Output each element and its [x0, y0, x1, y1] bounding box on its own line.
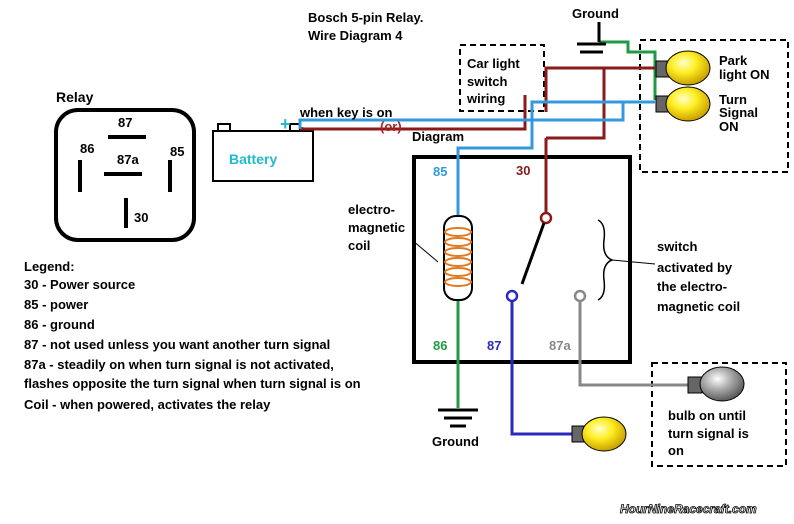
- switch-label-4: magnetic coil: [657, 299, 740, 314]
- park-label-2: light ON: [719, 67, 770, 82]
- red-wire-loop: [546, 68, 606, 140]
- bulbs-box: [639, 39, 789, 173]
- bulb-87a-label-1: bulb on until: [668, 408, 746, 423]
- gray-wire-87a: [578, 300, 690, 387]
- ground-top-symbol: [577, 22, 606, 54]
- legend-item: 85 - power: [24, 297, 88, 312]
- title-line-2: Wire Diagram 4: [308, 28, 403, 43]
- switch-arm: [520, 222, 546, 285]
- blue-wire-turn: [530, 100, 655, 120]
- contact-30: [539, 211, 553, 225]
- coil-winding: [444, 227, 472, 287]
- relay-label: Relay: [56, 89, 94, 105]
- bulb-87a-icon: [687, 366, 745, 402]
- relay-pin-30: 30: [134, 210, 148, 225]
- coil-label-1: electro-: [348, 202, 395, 217]
- battery-plus: +: [280, 114, 291, 134]
- red-wire-feed: [300, 95, 527, 131]
- car-light-label-1: Car light: [467, 56, 520, 71]
- battery-label: Battery: [229, 151, 277, 167]
- switch-label-3: the electro-: [657, 279, 727, 294]
- legend-item: 87 - not used unless you want another tu…: [24, 337, 330, 352]
- legend-item: Coil - when powered, activates the relay: [24, 397, 271, 412]
- when-key-label: when key is on: [299, 105, 393, 120]
- pin-30-blade: [124, 198, 128, 228]
- relay-pin-86: 86: [80, 141, 94, 156]
- or-label: (or): [380, 119, 402, 134]
- pin-87-blade: [108, 135, 146, 139]
- contact-87: [505, 289, 519, 303]
- battery-body: [212, 130, 314, 182]
- pin-85-blade: [168, 160, 172, 192]
- navy-wire-87: [510, 300, 574, 436]
- red-wire-car: [544, 66, 655, 112]
- coil-leader: [411, 239, 439, 263]
- coil-label-2: magnetic: [348, 220, 405, 235]
- ground-top-label: Ground: [572, 6, 619, 21]
- switch-label-2: activated by: [657, 260, 733, 275]
- switch-label-1: switch: [657, 239, 698, 254]
- bulb-87a-box: [651, 362, 787, 467]
- diagram-label: Diagram: [412, 129, 464, 144]
- pin-85-label: 85: [433, 164, 447, 179]
- turn-label-3: ON: [719, 119, 739, 134]
- pin-87a-label: 87a: [549, 338, 571, 353]
- blue-wire-85: [456, 120, 534, 258]
- blue-wire-key: [298, 102, 625, 129]
- legend-item: 86 - ground: [24, 317, 95, 332]
- watermark: HourNineRacecraft.com: [620, 502, 757, 516]
- car-light-label-3: wiring: [466, 91, 505, 106]
- legend-item: 87a - steadily on when turn signal is no…: [24, 357, 334, 372]
- pin-86-blade: [78, 160, 82, 192]
- bulb-87-icon: [571, 416, 627, 452]
- pin-87-label: 87: [487, 338, 501, 353]
- park-label-1: Park: [719, 53, 748, 68]
- car-light-box: [459, 44, 545, 112]
- switch-leader: [611, 259, 656, 265]
- pin-30-label: 30: [516, 163, 530, 178]
- title-line-1: Bosch 5-pin Relay.: [308, 10, 423, 25]
- legend-item: 30 - Power source: [24, 277, 135, 292]
- park-bulb-icon: [655, 50, 711, 86]
- switch-brace: [597, 219, 615, 301]
- coil-label-3: coil: [348, 238, 370, 253]
- contact-87a: [573, 289, 587, 303]
- pin-86-label: 86: [433, 338, 447, 353]
- turn-label-1: Turn: [719, 92, 747, 107]
- turn-bulb-icon: [655, 86, 711, 122]
- green-wire-top: [599, 40, 657, 100]
- bulb-87a-label-3: on: [668, 443, 684, 458]
- turn-label-2: Signal: [719, 105, 758, 120]
- bulb-87a-label-2: turn signal is: [668, 426, 749, 441]
- pin-87a-blade: [104, 172, 142, 176]
- legend-title: Legend:: [24, 259, 75, 274]
- legend-item: flashes opposite the turn signal when tu…: [24, 376, 361, 391]
- relay-pin-87a: 87a: [117, 152, 139, 167]
- relay-pin-87: 87: [118, 115, 132, 130]
- relay-pin-85: 85: [170, 144, 184, 159]
- relay-outline: [54, 108, 196, 242]
- car-light-label-2: switch: [467, 74, 508, 89]
- relay-box: [412, 155, 632, 364]
- ground-bottom-label: Ground: [432, 434, 479, 449]
- ground-bottom-symbol: [438, 408, 478, 428]
